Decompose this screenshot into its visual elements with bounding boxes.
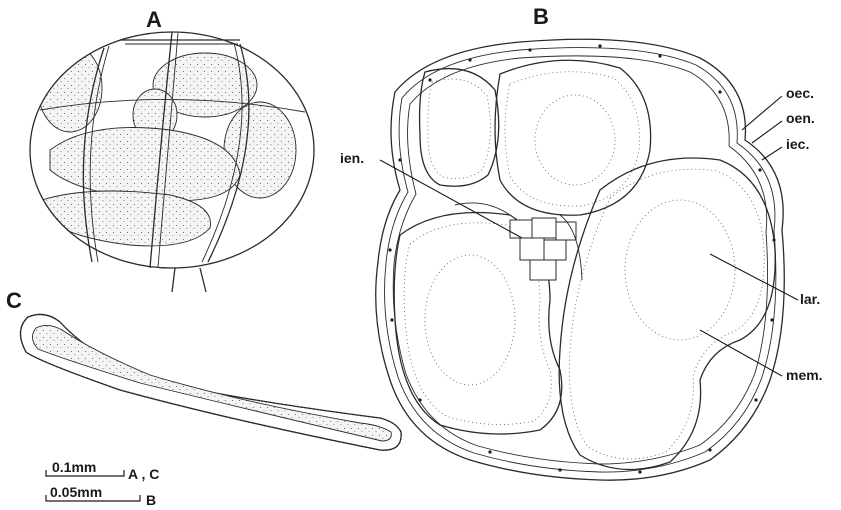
label-ien: ien. xyxy=(340,150,364,166)
scale-bar-1-panels: A , C xyxy=(128,466,159,482)
scale-bar-1-value: 0.1mm xyxy=(52,459,96,475)
panel-c-letter: C xyxy=(6,288,22,313)
callout-leaders xyxy=(380,96,798,376)
label-oen: oen. xyxy=(786,110,815,126)
panel-c-drawing xyxy=(20,314,401,450)
label-lar: lar. xyxy=(800,291,820,307)
scale-bar-2-panels: B xyxy=(146,492,156,508)
panel-a-letter: A xyxy=(146,7,162,32)
scale-bar-2-value: 0.05mm xyxy=(50,484,102,500)
scale-bar-1: 0.1mm A , C xyxy=(46,459,159,482)
label-iec: iec. xyxy=(786,136,809,152)
panel-b-drawing xyxy=(376,39,785,480)
panel-a-drawing xyxy=(30,32,314,292)
scale-bar-2: 0.05mm B xyxy=(46,484,156,508)
label-oec: oec. xyxy=(786,85,814,101)
label-mem: mem. xyxy=(786,367,823,383)
panel-b-letter: B xyxy=(533,4,549,29)
